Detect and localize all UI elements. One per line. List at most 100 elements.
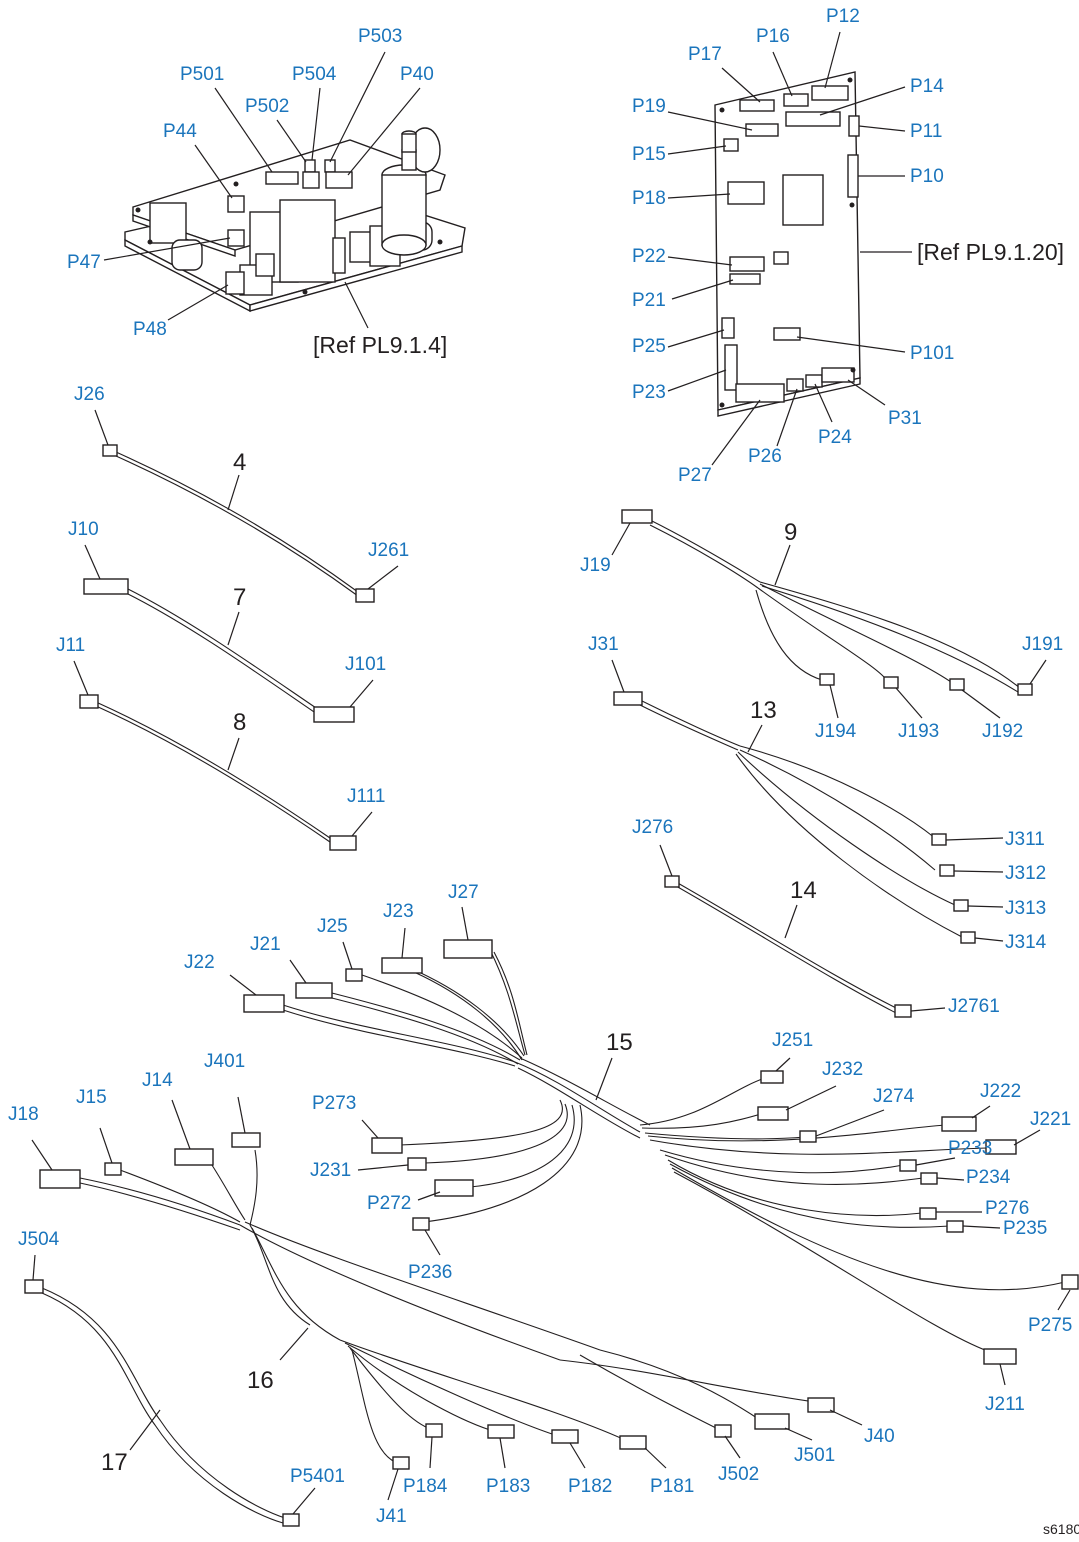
label-P272: P272 (367, 1193, 411, 1214)
label-P10: P10 (910, 166, 944, 187)
figure-code: s6180 (1043, 1521, 1079, 1537)
label-P182: P182 (568, 1476, 612, 1497)
label-J40: J40 (864, 1426, 895, 1447)
label-J31: J31 (588, 634, 619, 655)
label-J313: J313 (1005, 898, 1046, 919)
label-J222: J222 (980, 1081, 1021, 1102)
label-P47: P47 (67, 252, 101, 273)
label-J251: J251 (772, 1030, 813, 1051)
label-P504: P504 (292, 64, 337, 85)
harness-7 (83, 544, 374, 723)
label-J27: J27 (448, 882, 479, 903)
label-P44: P44 (163, 121, 197, 142)
label-J314: J314 (1005, 932, 1047, 953)
ecb-leaders (667, 31, 912, 466)
label-J193: J193 (898, 721, 939, 742)
label-J501: J501 (794, 1445, 835, 1466)
label-P12: P12 (826, 6, 860, 27)
item-number-13: 13 (750, 697, 777, 724)
label-J504: J504 (18, 1229, 60, 1250)
label-J311: J311 (1005, 829, 1045, 850)
label-P276: P276 (985, 1198, 1029, 1219)
label-J10: J10 (68, 519, 99, 540)
label-J191: J191 (1022, 634, 1063, 655)
label-P22: P22 (632, 246, 666, 267)
label-P25: P25 (632, 336, 666, 357)
item-number-8: 8 (233, 709, 246, 736)
item-numbers: 4 7 8 9 13 14 15 16 17 (101, 449, 817, 1476)
ref-ecb: [Ref PL9.1.20] (917, 239, 1064, 265)
label-J211: J211 (985, 1394, 1025, 1415)
label-J23: J23 (383, 901, 414, 922)
item-number-16: 16 (247, 1367, 274, 1394)
power-supply-board (124, 127, 466, 313)
item-number-17: 17 (101, 1449, 128, 1476)
label-J21: J21 (250, 934, 281, 955)
label-P40: P40 (400, 64, 434, 85)
reference-labels: [Ref PL9.1.4] [Ref PL9.1.20] (313, 239, 1064, 358)
label-J14: J14 (142, 1070, 173, 1091)
ref-psu: [Ref PL9.1.4] (313, 332, 447, 358)
harness-9 (611, 509, 1047, 719)
psu-leaders (103, 51, 421, 329)
label-J18: J18 (8, 1104, 39, 1125)
label-P234: P234 (966, 1167, 1011, 1188)
label-P48: P48 (133, 319, 167, 340)
label-J194: J194 (815, 721, 857, 742)
harness-13 (611, 659, 1004, 944)
label-P18: P18 (632, 188, 666, 209)
label-J11: J11 (56, 635, 85, 656)
label-J22: J22 (184, 952, 215, 973)
label-J221: J221 (1030, 1109, 1071, 1130)
label-J15: J15 (76, 1087, 107, 1108)
label-P502: P502 (245, 96, 289, 117)
label-P31: P31 (888, 408, 922, 429)
label-J19: J19 (580, 555, 611, 576)
label-J274: J274 (873, 1086, 915, 1107)
label-P233: P233 (948, 1138, 992, 1159)
label-P11: P11 (910, 121, 942, 142)
item-number-9: 9 (784, 519, 797, 546)
label-P17: P17 (688, 44, 722, 65)
label-P14: P14 (910, 76, 944, 97)
harness-8 (73, 660, 373, 851)
label-J25: J25 (317, 916, 348, 937)
label-P5401: P5401 (290, 1466, 345, 1487)
label-J41: J41 (376, 1506, 407, 1527)
label-J192: J192 (982, 721, 1023, 742)
item-number-4: 4 (233, 449, 246, 476)
label-P501: P501 (180, 64, 224, 85)
label-P26: P26 (748, 446, 782, 467)
label-P183: P183 (486, 1476, 530, 1497)
label-P184: P184 (403, 1476, 448, 1497)
label-P23: P23 (632, 382, 666, 403)
harness-15 (229, 906, 1079, 1386)
label-J26: J26 (74, 384, 105, 405)
label-P21: P21 (632, 290, 666, 311)
label-P101: P101 (910, 343, 954, 364)
engine-control-board (714, 71, 861, 417)
harness-16 (31, 1096, 863, 1501)
label-P24: P24 (818, 427, 852, 448)
connector-labels: P501 P504 P503 P40 P502 P44 P47 P48 P12 … (8, 6, 1072, 1527)
item-number-7: 7 (233, 584, 246, 611)
label-J312: J312 (1005, 863, 1046, 884)
label-P15: P15 (632, 144, 666, 165)
item-number-15: 15 (606, 1029, 633, 1056)
label-P181: P181 (650, 1476, 694, 1497)
label-P16: P16 (756, 26, 790, 47)
label-J401: J401 (204, 1051, 245, 1072)
label-J502: J502 (718, 1464, 759, 1485)
label-P235: P235 (1003, 1218, 1047, 1239)
label-P27: P27 (678, 465, 712, 486)
label-P19: P19 (632, 96, 666, 117)
label-J101: J101 (345, 654, 386, 675)
label-J232: J232 (822, 1059, 863, 1080)
label-P503: P503 (358, 26, 402, 47)
label-J276: J276 (632, 817, 673, 838)
label-P273: P273 (312, 1093, 356, 1114)
harness-4 (94, 409, 399, 603)
label-J261: J261 (368, 540, 409, 561)
